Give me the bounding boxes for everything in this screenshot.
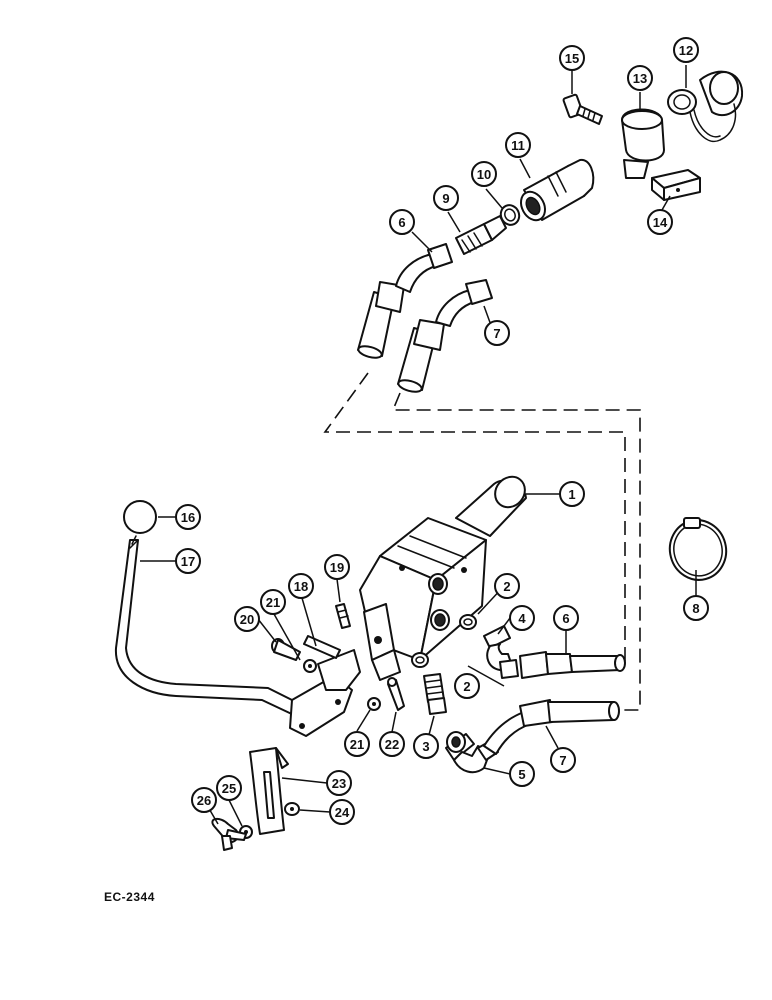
diagram-code: EC-2344 [104, 890, 155, 904]
callout-8: 8 [683, 595, 709, 621]
part-dust-cap-12 [667, 70, 744, 143]
svg-text:3: 3 [422, 739, 429, 754]
callout-22: 22 [379, 731, 405, 757]
callout-2-lower: 2 [454, 673, 480, 699]
callout-7-top: 7 [484, 320, 510, 346]
svg-text:11: 11 [511, 138, 525, 153]
svg-text:2: 2 [463, 679, 470, 694]
callout-5: 5 [509, 761, 535, 787]
callout-11: 11 [505, 132, 531, 158]
part-quick-coupler-11 [520, 158, 595, 222]
part-hose-7-bottom [483, 699, 620, 755]
part-o-ring-2-upper [459, 614, 477, 630]
callout-1: 1 [559, 481, 585, 507]
svg-text:24: 24 [335, 805, 350, 820]
part-o-ring-2-lower [411, 652, 429, 668]
svg-text:6: 6 [398, 215, 405, 230]
callout-25: 25 [216, 775, 242, 801]
part-washer-24 [284, 802, 300, 816]
svg-text:5: 5 [518, 767, 525, 782]
part-hose-6-top [357, 243, 453, 359]
svg-text:14: 14 [653, 215, 668, 230]
callout-4: 4 [509, 605, 535, 631]
svg-text:13: 13 [633, 71, 647, 86]
part-cotter-pin-22 [387, 677, 405, 711]
svg-text:21: 21 [266, 595, 280, 610]
callout-26: 26 [191, 787, 217, 813]
svg-text:23: 23 [332, 776, 346, 791]
svg-text:9: 9 [442, 191, 449, 206]
svg-text:18: 18 [294, 579, 308, 594]
svg-text:7: 7 [559, 753, 566, 768]
part-bolt-15 [562, 93, 603, 125]
part-control-lever-17 [114, 535, 361, 737]
callout-12: 12 [673, 37, 699, 63]
part-clamp-13 [621, 108, 665, 179]
part-hose-clamp-8 [668, 517, 728, 581]
svg-text:7: 7 [493, 326, 500, 341]
svg-text:25: 25 [222, 781, 236, 796]
part-washer-21-lower [367, 697, 381, 711]
svg-text:19: 19 [330, 560, 344, 575]
callout-2-upper: 2 [494, 573, 520, 599]
svg-text:10: 10 [477, 167, 491, 182]
svg-text:6: 6 [562, 611, 569, 626]
svg-text:22: 22 [385, 737, 399, 752]
callout-23: 23 [326, 770, 352, 796]
callout-24: 24 [329, 799, 355, 825]
part-elbow-fitting-4 [483, 625, 519, 679]
callout-6-bottom: 6 [553, 605, 579, 631]
part-pin-18 [303, 635, 341, 659]
callout-18: 18 [288, 573, 314, 599]
svg-text:20: 20 [240, 612, 254, 627]
callout-17: 17 [175, 548, 201, 574]
callout-20: 20 [234, 606, 260, 632]
svg-text:21: 21 [350, 737, 364, 752]
svg-text:8: 8 [692, 601, 699, 616]
callout-16: 16 [175, 504, 201, 530]
part-control-valve-1 [359, 475, 527, 681]
svg-text:26: 26 [197, 793, 211, 808]
callout-7-bottom: 7 [550, 747, 576, 773]
callout-21-upper: 21 [260, 589, 286, 615]
part-hose-6-bottom [519, 651, 626, 679]
callout-13: 13 [627, 65, 653, 91]
part-fitting-3 [423, 673, 447, 715]
part-slotted-plate-23 [249, 747, 289, 835]
svg-text:12: 12 [679, 43, 693, 58]
svg-text:2: 2 [503, 579, 510, 594]
svg-text:15: 15 [565, 51, 579, 66]
svg-text:17: 17 [181, 554, 195, 569]
part-wing-bolt-26 [211, 818, 247, 851]
part-adapter-9 [455, 215, 507, 255]
hose-routing-dashed-lines [323, 372, 641, 711]
callout-19: 19 [324, 554, 350, 580]
callout-14: 14 [647, 209, 673, 235]
callout-9: 9 [433, 185, 459, 211]
part-clevis-pin-20 [271, 638, 301, 661]
svg-text:1: 1 [568, 487, 575, 502]
part-block-14 [651, 169, 701, 201]
callout-6-top: 6 [389, 209, 415, 235]
callout-10: 10 [471, 161, 497, 187]
part-knob-16 [123, 500, 157, 534]
svg-text:16: 16 [181, 510, 195, 525]
part-hose-7-top [397, 279, 493, 393]
callout-21-lower: 21 [344, 731, 370, 757]
callout-15: 15 [559, 45, 585, 71]
part-roll-pin-19 [335, 603, 351, 629]
callout-3: 3 [413, 733, 439, 759]
part-washer-21-upper [303, 659, 317, 673]
svg-text:4: 4 [518, 611, 526, 626]
